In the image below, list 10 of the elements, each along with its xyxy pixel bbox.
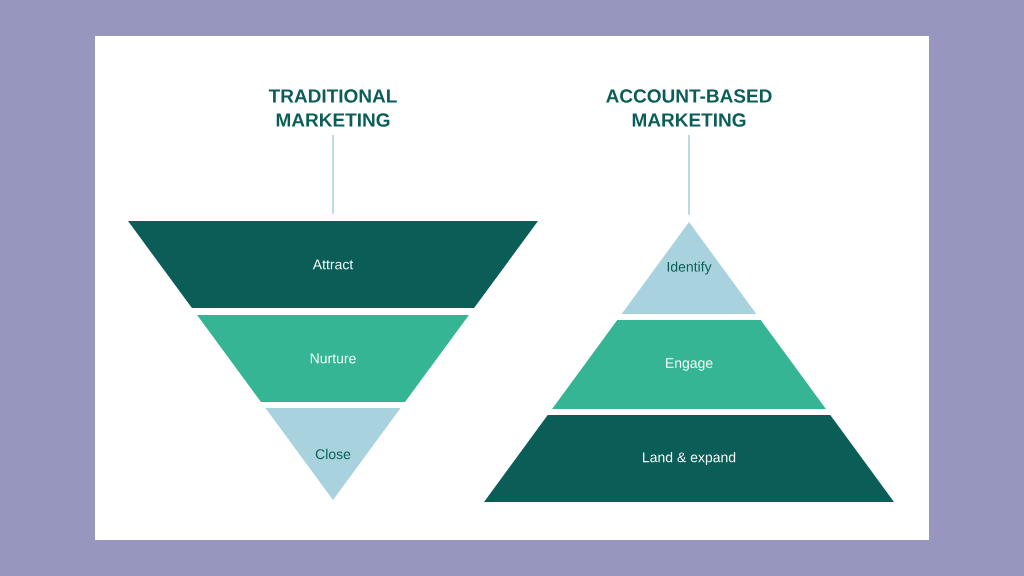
pyramid-tier: Land & expand <box>484 415 894 502</box>
funnel-stage: Close <box>265 408 401 500</box>
heading: TRADITIONAL MARKETING <box>268 89 397 127</box>
connector-line <box>688 134 690 216</box>
funnel-stage: Attract <box>128 221 538 308</box>
funnel-stage: Nurture <box>197 315 469 402</box>
pyramid-tier: Identify <box>621 222 757 314</box>
connector-line <box>332 134 334 215</box>
pyramid-tier: Engage <box>552 320 826 409</box>
heading: ACCOUNT-BASED MARKETING <box>606 89 772 127</box>
